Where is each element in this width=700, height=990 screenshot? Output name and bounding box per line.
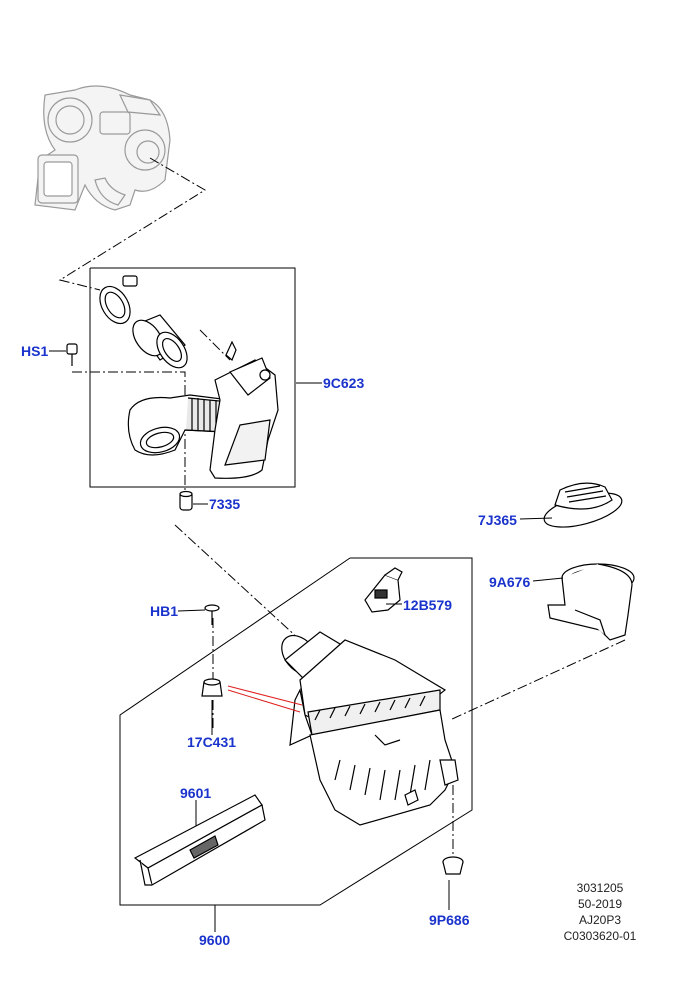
info-line-1: 3031205 bbox=[576, 881, 624, 895]
callout-7335[interactable]: 7335 bbox=[209, 496, 241, 512]
isolator-9p686 bbox=[442, 856, 464, 875]
intake-duct bbox=[127, 340, 279, 479]
callout-hb1[interactable]: HB1 bbox=[150, 603, 179, 619]
info-line-3: AJ20P3 bbox=[578, 913, 622, 927]
callout-9a676[interactable]: 9A676 bbox=[489, 574, 531, 590]
diagram-info-block: 3031205 50-2019 AJ20P3 C0303620-01 bbox=[540, 880, 660, 944]
callout-17c431[interactable]: 17C431 bbox=[187, 734, 237, 750]
callout-9601[interactable]: 9601 bbox=[180, 785, 212, 801]
callout-9600[interactable]: 9600 bbox=[199, 932, 231, 948]
turbocharger-illustration bbox=[34, 85, 171, 211]
sensor-12b579 bbox=[364, 567, 403, 613]
red-pointer-lines bbox=[227, 685, 303, 713]
cap-7j365 bbox=[543, 482, 623, 528]
hose-clamp bbox=[99, 275, 138, 325]
fastener-hs1 bbox=[66, 343, 78, 366]
callout-hs1[interactable]: HS1 bbox=[21, 343, 49, 359]
info-line-4: C0303620-01 bbox=[563, 929, 637, 943]
air-filter-housing bbox=[281, 631, 459, 826]
info-line-2: 50-2019 bbox=[577, 897, 623, 911]
callout-9p686[interactable]: 9P686 bbox=[429, 912, 470, 928]
callout-7j365[interactable]: 7J365 bbox=[478, 512, 517, 528]
connection-lines bbox=[58, 157, 626, 855]
coupler-sleeve bbox=[132, 314, 188, 369]
group-box-9600 bbox=[119, 557, 473, 906]
grommet-7335 bbox=[179, 490, 193, 511]
isolator-17c431 bbox=[201, 678, 223, 697]
callout-12b579[interactable]: 12B579 bbox=[403, 597, 453, 613]
fastener-hb1 bbox=[204, 604, 220, 625]
filter-element bbox=[133, 794, 266, 886]
resonator-9a676 bbox=[547, 563, 635, 641]
group-box-9c623 bbox=[89, 267, 296, 488]
leader-lines bbox=[49, 350, 564, 932]
callout-9c623[interactable]: 9C623 bbox=[323, 375, 365, 391]
